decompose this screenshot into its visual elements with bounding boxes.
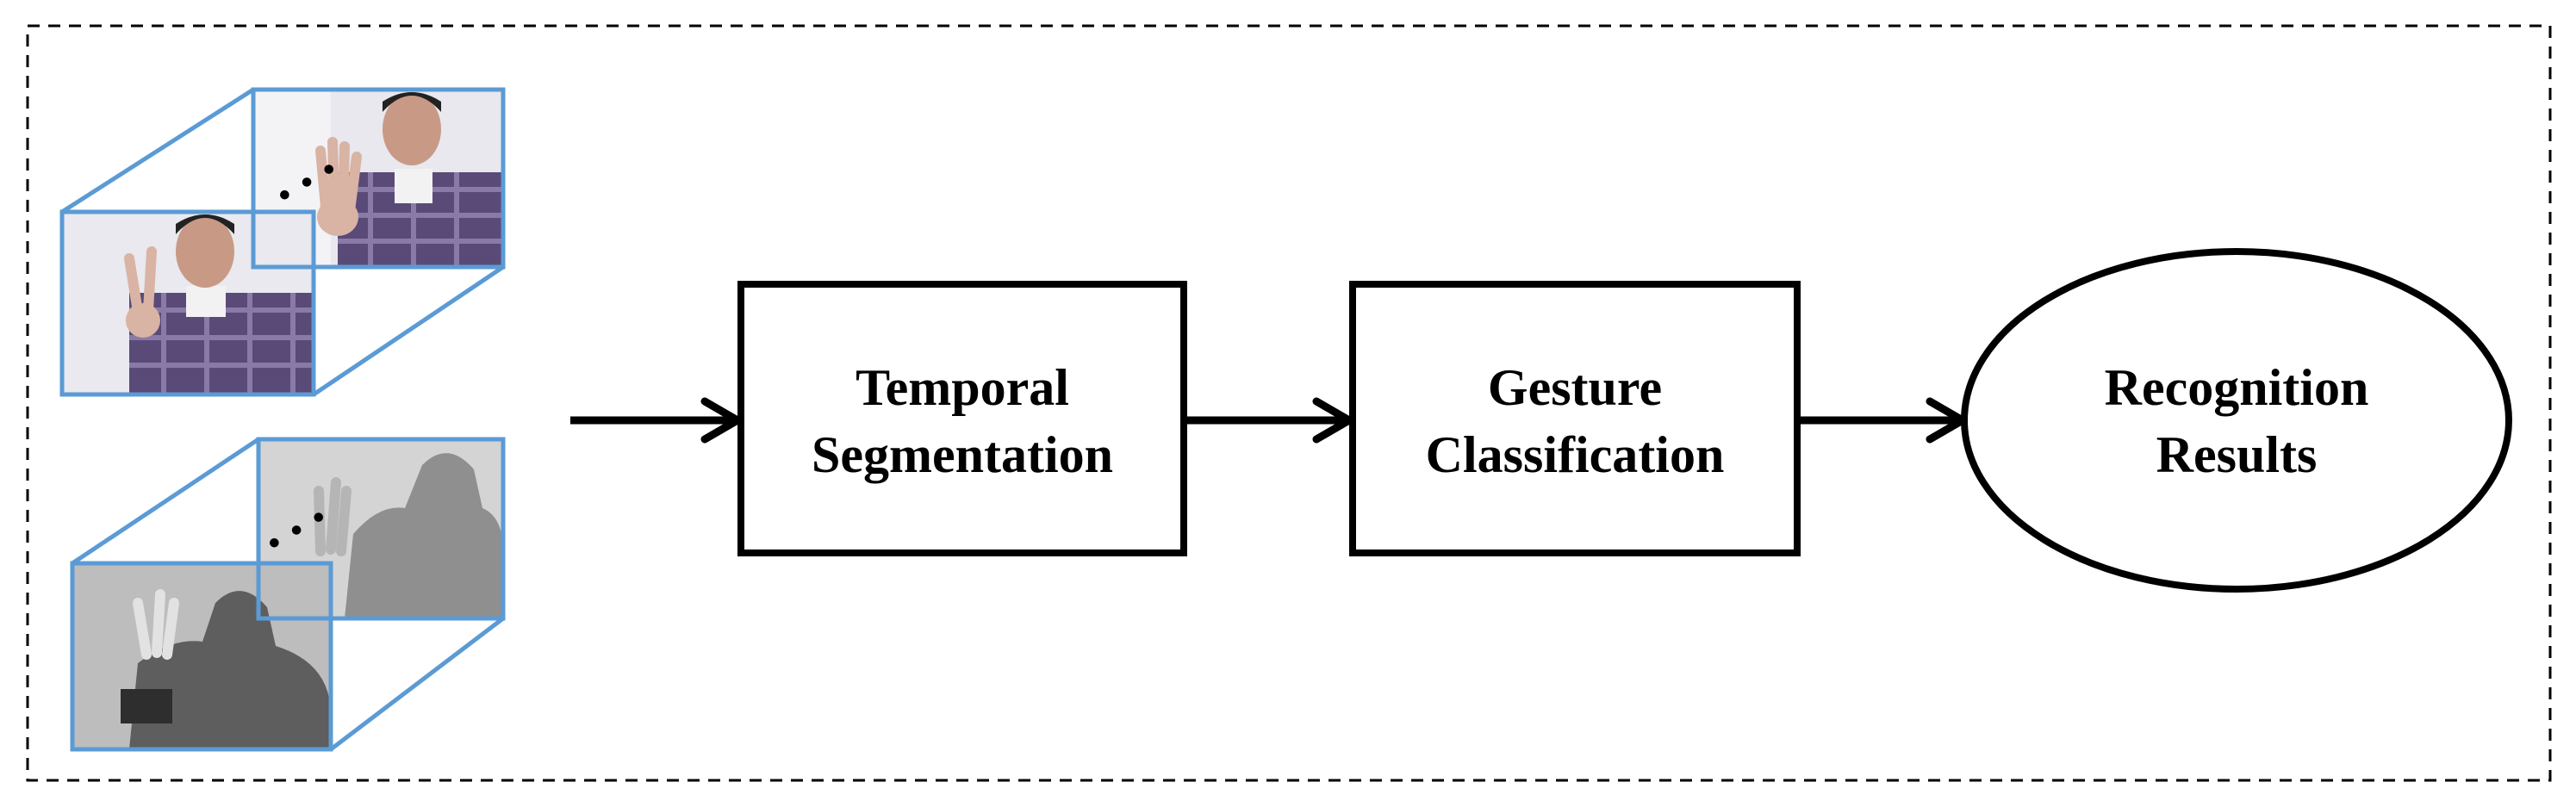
temporal-segmentation-node: Temporal Segmentation xyxy=(737,281,1187,556)
gesture-label-line-1: Gesture xyxy=(1488,359,1662,416)
results-label-line-2: Results xyxy=(2156,426,2318,483)
results-label-line-1: Recognition xyxy=(2105,359,2369,416)
recognition-results-node: Recognition Results xyxy=(1961,248,2512,593)
rgb-video-frames-icon: • • • xyxy=(59,87,506,397)
temporal-label-line-1: Temporal xyxy=(856,359,1069,416)
gesture-label-line-2: Classification xyxy=(1426,426,1725,483)
dashed-frame xyxy=(26,24,2552,782)
gesture-classification-node: Gesture Classification xyxy=(1349,281,1801,556)
depth-video-frames-icon: • • • xyxy=(70,437,506,752)
temporal-label-line-2: Segmentation xyxy=(812,426,1113,483)
